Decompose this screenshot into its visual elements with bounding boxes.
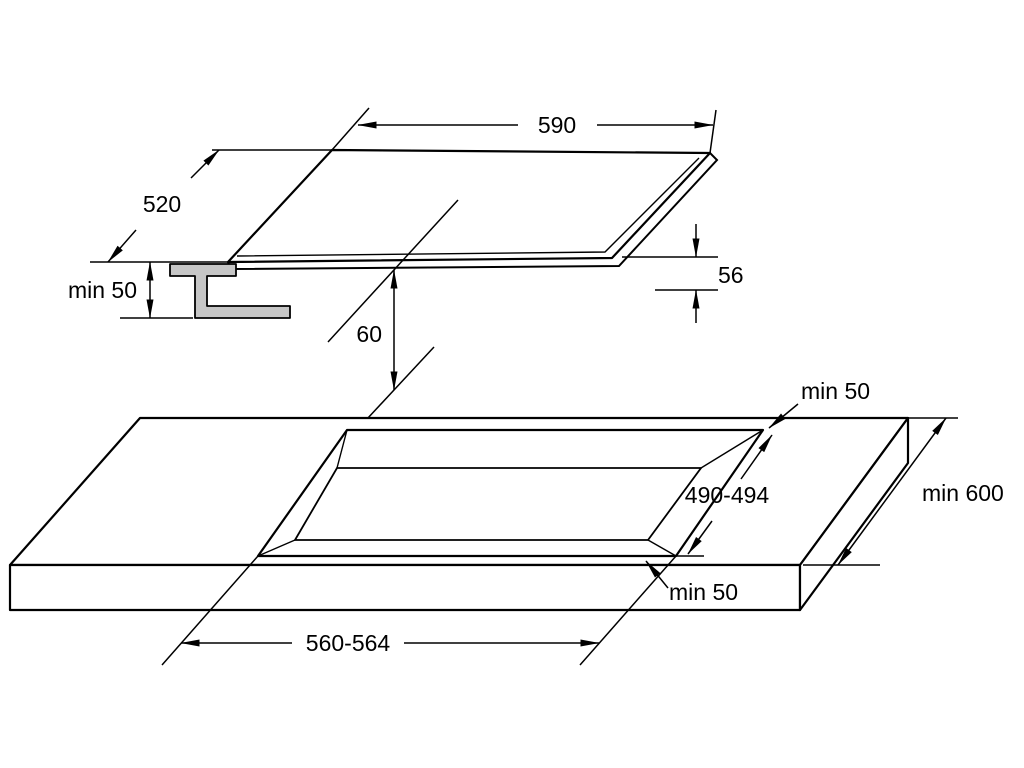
hob-width-label: 590	[538, 112, 576, 138]
cutout-corner-edge	[336, 429, 348, 469]
mounting-bracket-profile	[169, 263, 291, 319]
ext-line	[331, 107, 370, 151]
worktop-cutout-view: min 50 490-494 min 600 min 50 560-5	[8, 378, 1004, 666]
cutout-depth-label: 490-494	[685, 482, 770, 508]
dim-under-clearance: 60	[327, 199, 459, 434]
hob-top-surface	[226, 148, 712, 264]
dim-cutout-depth: 490-494	[676, 434, 773, 557]
leader-arrow	[645, 560, 669, 589]
dim-front-clearance: min 50	[645, 560, 738, 605]
dim-arrow-lower	[687, 520, 713, 555]
dim-rear-clearance: min 50	[768, 378, 870, 429]
cutout-corner-edge	[647, 539, 677, 557]
hob-oblique-view: 590 520 min 50 56 60	[68, 107, 744, 434]
dim-hob-height: 56	[622, 224, 744, 323]
cutout-corner-edge	[257, 539, 296, 557]
dim-arrow-upper	[740, 434, 773, 480]
under-clearance-label: 60	[356, 321, 382, 347]
bracket-clearance-label: min 50	[68, 277, 137, 303]
front-clearance-label: min 50	[669, 579, 738, 605]
leader-arrow	[768, 403, 799, 429]
dim-arrow-lower	[107, 229, 137, 263]
dim-cutout-width: 560-564	[161, 555, 677, 666]
dim-hob-width: 590	[331, 107, 717, 154]
rear-clearance-label: min 50	[801, 378, 870, 404]
dim-hob-depth: 520	[90, 149, 332, 263]
dim-bracket-clearance: min 50	[68, 261, 193, 319]
ext-line	[161, 555, 259, 666]
dim-double-arrow	[837, 417, 947, 566]
worktop-depth-label: min 600	[922, 480, 1004, 506]
hob-depth-label: 520	[143, 191, 181, 217]
dim-worktop-depth: min 600	[803, 417, 1004, 566]
cutout-corner-edge	[700, 429, 764, 469]
dim-arrow-upper	[190, 149, 220, 179]
cutout-width-label: 560-564	[306, 630, 391, 656]
ext-line	[709, 109, 717, 154]
ext-line	[579, 555, 677, 666]
hob-height-label: 56	[718, 262, 744, 288]
hob-inner-edge	[236, 157, 700, 257]
